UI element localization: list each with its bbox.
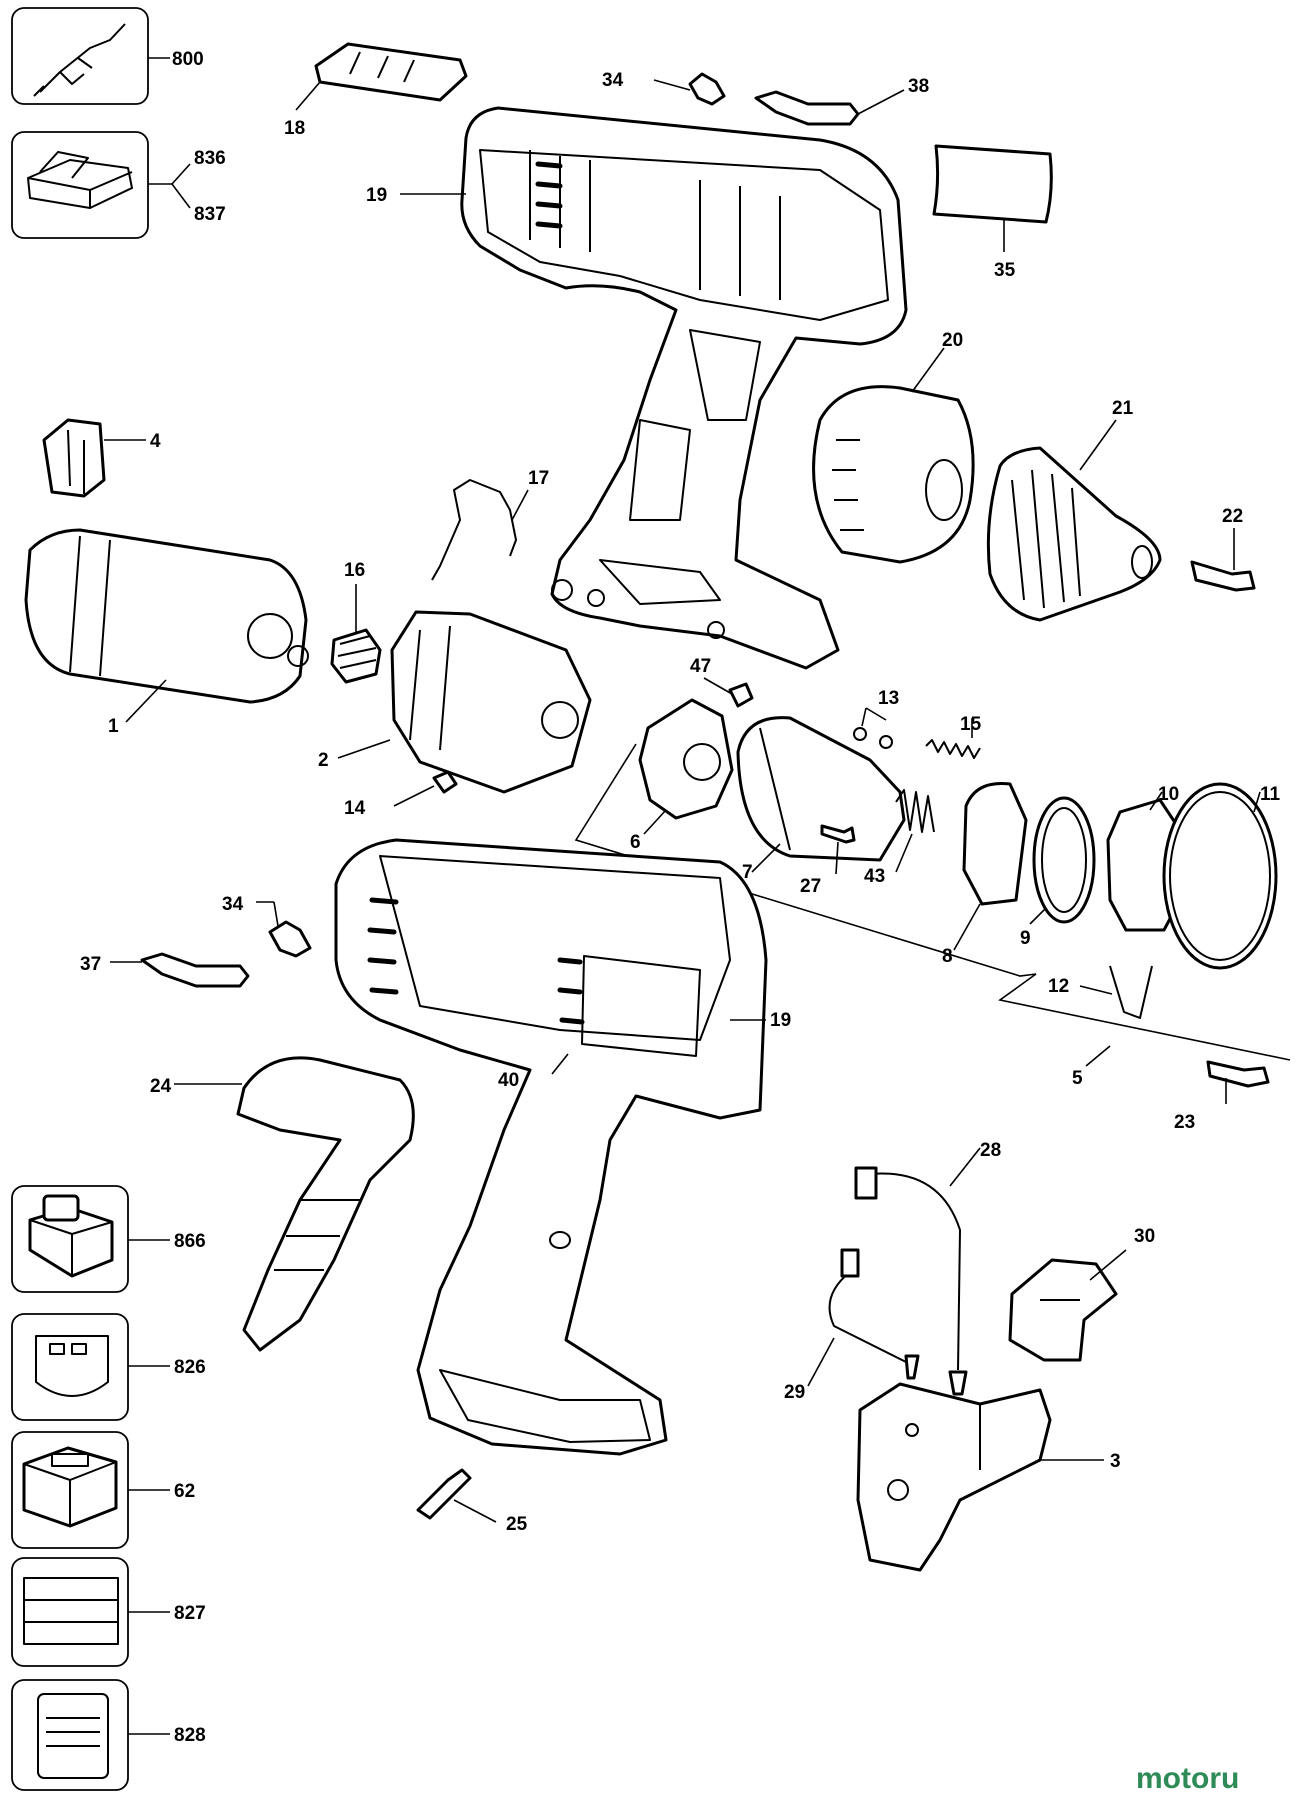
clutch-assembly-boundary [574, 743, 1291, 1061]
label-7: 7 [742, 862, 753, 883]
part-12-clip [1079, 965, 1153, 1019]
label-18: 18 [284, 118, 305, 139]
accessory-box-826-label [11, 1313, 170, 1421]
part-9-ring [1029, 796, 1096, 925]
part-38-bit-top [754, 89, 905, 126]
part-11-retainer-ring [1162, 782, 1278, 970]
part-34-clip-top [653, 72, 726, 106]
label-11: 11 [1260, 784, 1281, 805]
label-23: 23 [1174, 1112, 1195, 1133]
label-12: 12 [1048, 976, 1069, 997]
label-25: 25 [506, 1514, 528, 1535]
label-24: 24 [150, 1076, 172, 1097]
label-62: 62 [174, 1481, 195, 1502]
label-27: 27 [800, 876, 821, 897]
label-47: 47 [690, 656, 711, 677]
accessory-box-62-charger [11, 1431, 170, 1549]
part-35-label [932, 144, 1053, 252]
part-10-ring-nut [1106, 791, 1182, 932]
label-35: 35 [994, 260, 1016, 281]
part-25-screw [416, 1468, 497, 1523]
label-30: 30 [1134, 1226, 1155, 1247]
part-1-motor [24, 528, 309, 723]
label-1: 1 [108, 716, 119, 737]
label-828: 828 [174, 1725, 206, 1746]
part-22-screw [1190, 528, 1256, 592]
label-4: 4 [150, 431, 161, 452]
lower-housing-half [334, 838, 768, 1456]
part-34-clip-lower [256, 901, 312, 958]
label-837: 837 [194, 204, 226, 225]
accessory-box-827-label [11, 1557, 170, 1667]
part-28-wire [854, 1147, 981, 1396]
label-10: 10 [1158, 784, 1179, 805]
part-15-spring [925, 718, 981, 759]
accessory-box-800 [11, 7, 170, 105]
part-21-chuck [986, 419, 1162, 622]
label-800: 800 [172, 49, 204, 70]
label-2: 2 [318, 750, 329, 771]
label-826: 826 [174, 1357, 206, 1378]
part-43-spring [895, 789, 935, 873]
label-34-upper: 34 [602, 70, 624, 91]
part-18-cover [295, 42, 468, 111]
label-836: 836 [194, 148, 226, 169]
label-17: 17 [528, 468, 549, 489]
label-5: 5 [1072, 1068, 1083, 1089]
label-14: 14 [344, 798, 366, 819]
part-37-bit-lower [110, 952, 250, 988]
watermark-text: motoru [1136, 1762, 1239, 1795]
part-29-wire [807, 1248, 920, 1387]
label-21: 21 [1112, 398, 1134, 419]
part-13-balls [853, 707, 893, 749]
label-8: 8 [942, 946, 953, 967]
label-40: 40 [498, 1070, 519, 1091]
label-22: 22 [1222, 506, 1243, 527]
label-13: 13 [878, 688, 899, 709]
part-24-grip-cover [174, 1056, 415, 1352]
label-866: 866 [174, 1231, 206, 1252]
accessory-box-836-837 [11, 131, 191, 239]
label-43: 43 [864, 866, 885, 887]
upper-housing-half [400, 106, 908, 670]
part-47-clip [703, 677, 754, 708]
callout-labels: 800 836 837 18 19 34 38 35 20 21 22 4 17… [80, 49, 1281, 1746]
label-19-lower: 19 [770, 1010, 791, 1031]
label-19-upper: 19 [366, 185, 387, 206]
label-38: 38 [908, 76, 929, 97]
label-3: 3 [1110, 1451, 1121, 1472]
accessory-box-866-battery [11, 1185, 170, 1293]
part-6-plate [638, 698, 734, 835]
part-5-leader [1085, 1045, 1111, 1067]
accessory-box-828-label [11, 1679, 170, 1791]
part-17-spring [431, 479, 529, 581]
label-827: 827 [174, 1603, 206, 1624]
part-30-switch-slider [1008, 1249, 1127, 1362]
label-29: 29 [784, 1382, 805, 1403]
part-8-plate [953, 781, 1028, 951]
label-15: 15 [960, 714, 982, 735]
part-27-screw [820, 824, 856, 875]
part-4-terminal [42, 418, 146, 498]
part-7-clutch-housing [736, 716, 906, 873]
part-23-screw [1206, 1060, 1270, 1104]
label-20: 20 [942, 330, 963, 351]
part-20-collar [812, 347, 975, 564]
label-28: 28 [980, 1140, 1001, 1161]
label-37: 37 [80, 954, 101, 975]
label-34-lower: 34 [222, 894, 244, 915]
part-2-gearbox [337, 610, 592, 794]
part-16-pinion [330, 584, 382, 684]
label-9: 9 [1020, 928, 1031, 949]
part-14-screw [393, 770, 458, 807]
label-16: 16 [344, 560, 365, 581]
label-6: 6 [630, 832, 641, 853]
part-3-trigger-switch [856, 1382, 1104, 1572]
